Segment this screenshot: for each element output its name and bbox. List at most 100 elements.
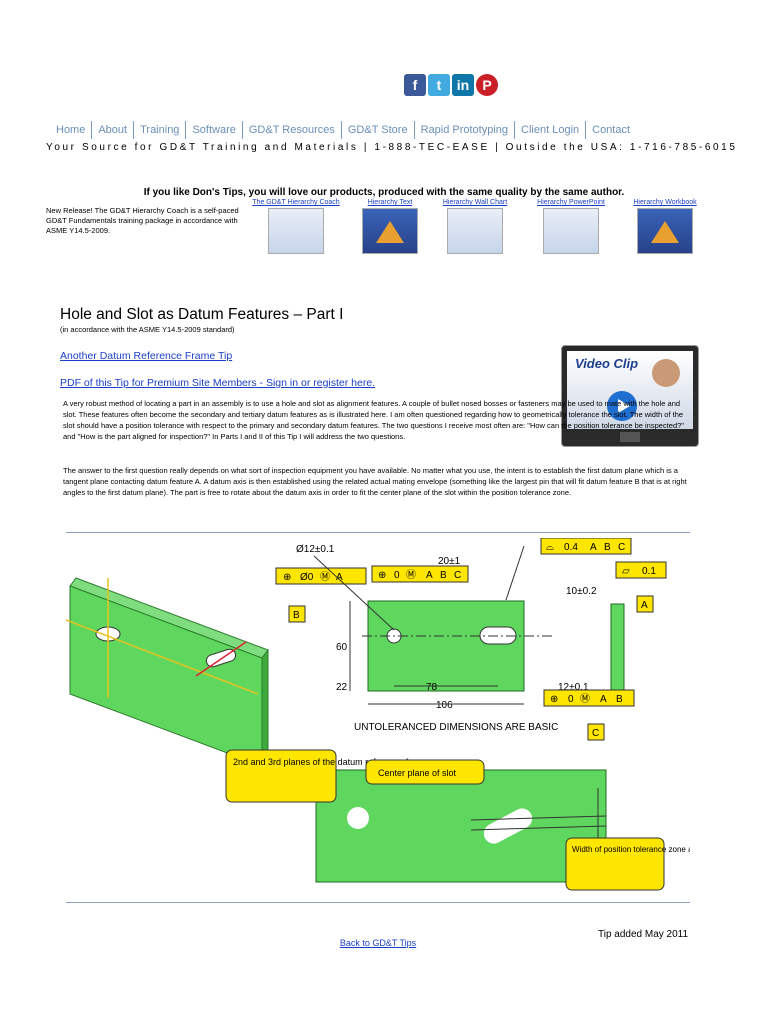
- dim-106: 106: [436, 700, 453, 711]
- pinterest-icon[interactable]: P: [476, 74, 498, 96]
- fcf-c: ⊕ 0 Ⓜ A B: [543, 689, 635, 707]
- product-label[interactable]: Hierarchy Text: [367, 199, 413, 206]
- datum-a-box: [636, 595, 654, 613]
- svg-text:Ⓜ: Ⓜ: [580, 693, 590, 705]
- hole-dim-text: Ø12±0.1: [296, 544, 335, 555]
- nav-contact[interactable]: Contact: [585, 121, 636, 139]
- callout-center: Center plane of slot: [365, 759, 485, 785]
- iso-slot-plane: [195, 641, 247, 677]
- svg-text:⌓: ⌓: [546, 542, 554, 553]
- product-thumbnail[interactable]: [447, 208, 503, 254]
- lower-slot: [483, 808, 533, 844]
- play-icon[interactable]: [607, 391, 637, 421]
- nav-software[interactable]: Software: [185, 121, 241, 139]
- lower-plane-line-2: [470, 825, 607, 831]
- pdf-premium-link[interactable]: PDF of this Tip for Premium Site Members…: [60, 377, 376, 389]
- datum-c-label: C: [592, 728, 599, 739]
- monitor-stand: [620, 432, 640, 442]
- callout-center-text: Center plane of slot: [378, 768, 457, 778]
- svg-text:⊕: ⊕: [283, 572, 291, 583]
- fcf-profile-datum-a: A: [590, 542, 597, 553]
- product-hierarchy-text[interactable]: Hierarchy Text: [345, 199, 435, 254]
- datum-b-box: [288, 605, 306, 623]
- fcf-flatness-tol: 0.1: [642, 566, 656, 577]
- fcf-profile: ⌓ 0.4 A B C: [540, 538, 632, 555]
- fcf-profile-datum-c: C: [618, 542, 625, 553]
- back-to-tips-link[interactable]: Back to GD&T Tips: [339, 938, 417, 948]
- callout-planes: 2nd and 3rd planes of the datum referenc…: [225, 749, 429, 803]
- video-label: Video Clip: [575, 356, 639, 371]
- nav-gdt-store[interactable]: GD&T Store: [340, 121, 414, 139]
- dim-78: 78: [426, 682, 438, 693]
- fcf-c-datum-b: B: [616, 694, 623, 705]
- nav-rapid-prototyping[interactable]: Rapid Prototyping: [413, 121, 514, 139]
- datum-b-label: B: [293, 610, 300, 621]
- fcf-hole-datum: A: [336, 572, 343, 583]
- lower-hole: [347, 807, 369, 829]
- product-thumbnail[interactable]: [268, 208, 324, 254]
- linkedin-icon[interactable]: in: [452, 74, 474, 96]
- paragraph-intro: A very robust method of locating a part …: [63, 399, 684, 441]
- nav-gdt-resources[interactable]: GD&T Resources: [241, 121, 341, 139]
- slot-length-text: 12±0.1: [558, 682, 589, 693]
- product-thumbnail[interactable]: [637, 208, 693, 254]
- tagline: Your Source for GD&T Training and Materi…: [46, 142, 738, 153]
- basic-note: UNTOLERANCED DIMENSIONS ARE BASIC: [354, 722, 558, 733]
- fcf-hole: ⊕ Ø0 Ⓜ A: [275, 567, 367, 585]
- svg-text:⊕: ⊕: [550, 694, 558, 705]
- svg-text:⊕: ⊕: [378, 570, 386, 581]
- nav-about[interactable]: About: [91, 121, 133, 139]
- iso-axis-line: [66, 619, 259, 695]
- fcf-slot-tol: 0: [394, 570, 400, 581]
- datum-a-label: A: [641, 600, 648, 611]
- video-clip-thumbnail[interactable]: Video Clip: [561, 345, 699, 447]
- fcf-slot-datum-b: B: [440, 570, 447, 581]
- fcf-slot-datum-a: A: [426, 570, 433, 581]
- promo-text: New Release! The GD&T Hierarchy Coach is…: [46, 206, 239, 235]
- product-thumbnail[interactable]: [362, 208, 418, 254]
- fcf-profile-datum-b: B: [604, 542, 611, 553]
- twitter-icon[interactable]: t: [428, 74, 450, 96]
- facebook-icon[interactable]: f: [404, 74, 426, 96]
- leader-hole: [313, 555, 395, 631]
- dim-height: 60: [336, 642, 348, 653]
- social-icons: f t in P: [404, 74, 498, 96]
- product-thumbnail[interactable]: [543, 208, 599, 254]
- presenter-image: [652, 359, 680, 387]
- datum-c-box: [587, 723, 605, 741]
- product-label[interactable]: Hierarchy Wall Chart: [442, 199, 508, 206]
- product-label[interactable]: Hierarchy PowerPoint: [537, 199, 605, 206]
- datum-frame-tip-link[interactable]: Another Datum Reference Frame Tip: [60, 350, 233, 362]
- product-hierarchy-coach[interactable]: The GD&T Hierarchy Coach: [251, 199, 341, 254]
- fcf-c-tol: 0: [568, 694, 574, 705]
- iso-part-side: [261, 648, 269, 768]
- datum-figure: Ø12±0.1 ⊕ Ø0 Ⓜ A B 20±1 ⊕ 0 Ⓜ A B C ⌓ 0.…: [66, 538, 690, 891]
- svg-text:Ⓜ: Ⓜ: [406, 569, 416, 581]
- video-screen[interactable]: Video Clip: [567, 351, 693, 429]
- callout-width: Width of position tolerance zone aligned…: [565, 837, 690, 891]
- nav-training[interactable]: Training: [133, 121, 185, 139]
- dim-22: 22: [336, 682, 348, 693]
- divider-top: [66, 532, 690, 533]
- fcf-profile-tol: 0.4: [564, 542, 578, 553]
- paragraph-answer: The answer to the first question really …: [63, 466, 687, 497]
- callout-planes-text: 2nd and 3rd planes of the datum referenc…: [233, 757, 429, 767]
- main-nav: Home About Training Software GD&T Resour…: [50, 121, 636, 139]
- side-view-part: [610, 603, 625, 691]
- lower-plane-line: [470, 815, 607, 821]
- product-label[interactable]: The GD&T Hierarchy Coach: [252, 199, 340, 206]
- product-label[interactable]: Hierarchy Workbook: [633, 199, 697, 206]
- svg-text:▱: ▱: [622, 566, 630, 577]
- promo-heading: If you like Don's Tips, you will love ou…: [143, 187, 625, 198]
- slot-width-text: 20±1: [438, 556, 461, 567]
- tip-date: Tip added May 2011: [598, 929, 689, 940]
- fcf-flatness: ▱ 0.1: [615, 561, 667, 579]
- fcf-hole-tol: Ø0: [300, 572, 314, 583]
- product-workbook[interactable]: Hierarchy Workbook: [620, 199, 710, 254]
- page-title: Hole and Slot as Datum Features – Part I: [60, 306, 344, 323]
- nav-client-login[interactable]: Client Login: [514, 121, 585, 139]
- product-wall-chart[interactable]: Hierarchy Wall Chart: [430, 199, 520, 254]
- nav-home[interactable]: Home: [56, 124, 86, 136]
- page-subtitle: (in accordance with the ASME Y14.5-2009 …: [60, 325, 235, 334]
- product-powerpoint[interactable]: Hierarchy PowerPoint: [526, 199, 616, 254]
